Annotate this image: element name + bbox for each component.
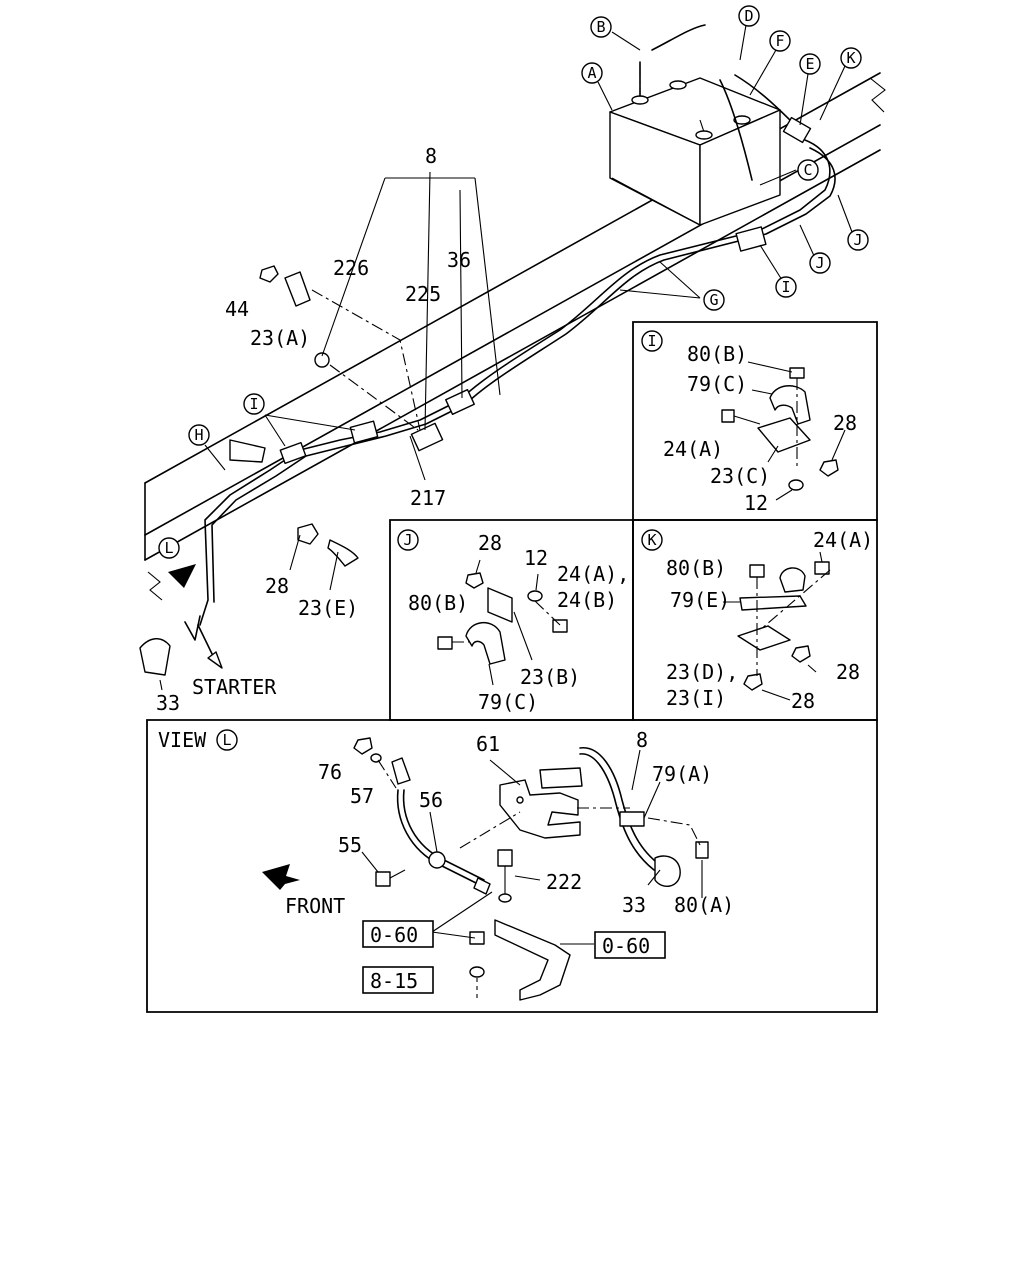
detail-k-28b: 28 [791,689,815,713]
detail-i-letter: I [647,332,656,350]
label-44: 44 [225,297,249,321]
view-l-ref-r3: 0-60 [602,934,650,958]
detail-k-23d: 23(D), [666,660,738,684]
detail-i-24a: 24(A) [663,437,723,461]
label-217: 217 [410,486,446,510]
main-small-parts [139,265,359,676]
detail-j-24a: 24(A), [557,562,629,586]
detail-j-24b: 24(B) [557,588,617,612]
callout-j-1: J [815,254,824,272]
detail-i-80b: 80(B) [687,342,747,366]
detail-i-panel: I 80(B) 79(C) 24(A) 28 23(C) 12 [632,321,878,521]
detail-j-79c: 79(C) [478,690,538,714]
detail-i-79c: 79(C) [687,372,747,396]
detail-j-28: 28 [478,531,502,555]
view-l-56: 56 [419,788,443,812]
ref-box-0-60-left[interactable] [362,920,434,948]
view-l-8: 8 [636,728,648,752]
detail-i-28: 28 [833,411,857,435]
detail-j-23b: 23(B) [520,665,580,689]
callout-letters: B D F A E K C G H I I J J L [164,7,862,557]
detail-i-12: 12 [744,491,768,515]
label-8: 8 [425,144,437,168]
detail-k-28a: 28 [836,660,860,684]
detail-k-79e: 79(E) [670,588,730,612]
callout-d: D [744,7,753,25]
detail-j-letter: J [403,531,412,549]
callout-h: H [194,426,203,444]
view-l-79a: 79(A) [652,762,712,786]
label-23e: 23(E) [298,596,358,620]
callout-k: K [846,49,855,67]
callout-l: L [164,539,173,557]
callout-circles [158,5,869,559]
label-36: 36 [447,248,471,272]
view-l-letter: L [222,731,231,749]
label-starter: STARTER [192,675,277,699]
view-l-61: 61 [476,732,500,756]
detail-k-23i: 23(I) [666,686,726,710]
view-l-76: 76 [318,760,342,784]
callout-e: E [805,55,814,73]
view-l-55: 55 [338,833,362,857]
label-33: 33 [156,691,180,715]
detail-k-80b: 80(B) [666,556,726,580]
callout-c: C [803,161,812,179]
callout-g: G [709,291,718,309]
main-part-labels: 8 226 36 225 44 23(A) 217 28 23(E) 33 ST… [156,144,471,715]
label-23a: 23(A) [250,326,310,350]
callout-f: F [775,32,784,50]
battery-cables [184,24,836,641]
ref-box-8-15[interactable] [362,966,434,994]
ref-box-0-60-right[interactable] [594,931,666,959]
detail-k-24a: 24(A) [813,528,873,552]
leader-lines-main [159,24,853,691]
detail-j-80b: 80(B) [408,591,468,615]
detail-j-panel: J 28 12 24(A), 24(B) 80(B) 23(B) 79(C) [389,519,634,721]
view-l-panel: VIEW L [146,719,878,1013]
callout-i-main: I [249,395,258,413]
detail-k-panel: K 24(A) 80(B) 79(E) 23(D), 23(I) 28 28 [632,519,878,721]
detail-i-23c: 23(C) [710,464,770,488]
detail-k-letter: K [647,531,656,549]
view-l-ref-r1: 0-60 [370,923,418,947]
callout-i-right: I [781,278,790,296]
label-28: 28 [265,574,289,598]
battery-box [609,77,781,226]
view-l-title: VIEW [158,728,207,752]
detail-j-12: 12 [524,546,548,570]
view-l-front: FRONT [285,894,345,918]
callout-b: B [596,18,605,36]
callout-a: A [587,64,596,82]
view-l-222: 222 [546,870,582,894]
callout-j-2: J [853,231,862,249]
label-226: 226 [333,256,369,280]
view-l-ref-r2: 8-15 [370,969,418,993]
view-l-33: 33 [622,893,646,917]
label-225: 225 [405,282,441,306]
view-l-57: 57 [350,784,374,808]
view-l-80a: 80(A) [674,893,734,917]
